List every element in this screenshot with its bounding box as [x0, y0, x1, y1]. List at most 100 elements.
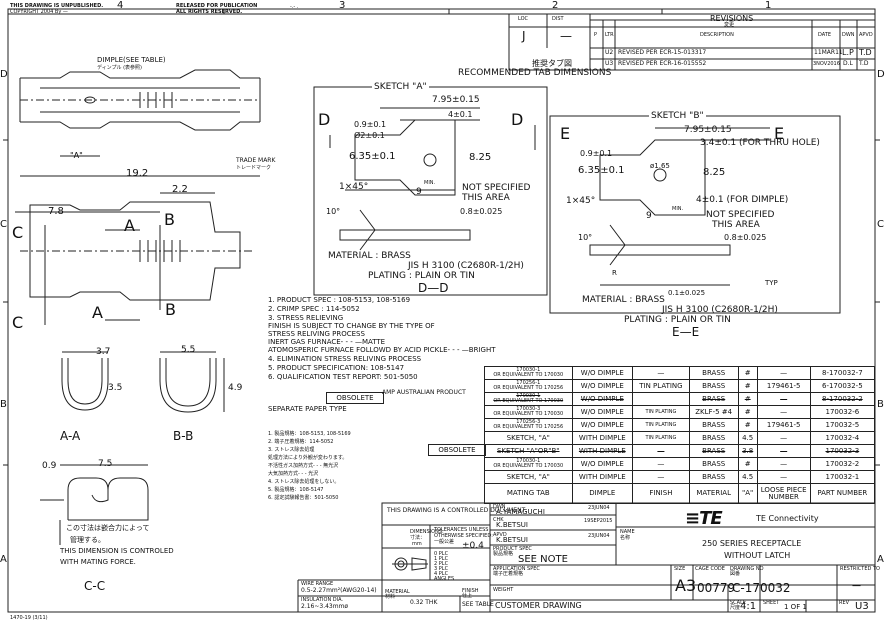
header-dimple: DIMPLE: [571, 483, 634, 504]
insulation-label: INSULATION DIA.: [301, 597, 344, 603]
border-letter-a-left: A: [0, 554, 7, 565]
scale-value: 4:1: [740, 601, 757, 612]
table-row: SKETCH, "A" WITH DIMPLE — BRASS 4.5 — 17…: [484, 470, 876, 484]
row-4-part: 170032-6: [809, 405, 876, 419]
cage-label: CAGE CODE: [695, 566, 725, 572]
cc-width: 7.5: [98, 459, 113, 469]
size-value: A3: [675, 576, 697, 595]
row-5-a: #: [737, 418, 758, 432]
row-1-loose: —: [756, 366, 811, 380]
row-2-tab-equiv: OR EQUIVALENT TO 170256: [493, 385, 564, 391]
row-4-tab-equiv: OR EQUIVALENT TO 170030: [493, 411, 564, 417]
finish-jp: 仕上: [462, 593, 473, 599]
sketch-a-dim-0: 7.95±0.15: [432, 95, 480, 105]
rev-row-1-dwn: L.P: [842, 48, 854, 57]
sketch-b-plating: PLATING : PLAIN OR TIN: [624, 315, 731, 325]
note-line-2: 2. CRIMP SPEC : 114-5052: [268, 305, 360, 313]
aa-width: 3.7: [96, 347, 111, 357]
dist-label: DIST: [552, 16, 564, 22]
row-7-finish: —: [632, 444, 690, 458]
dimensions-label: DIMENSIONS:: [410, 529, 444, 535]
sketch-b-dim-14: R: [612, 269, 617, 277]
border-letter-b-left: B: [0, 399, 7, 410]
sketch-a-dim-2: 0.9±0.1: [354, 120, 387, 129]
border-number-4: 4: [117, 0, 124, 11]
rev-row-2-apvd: T.D: [859, 60, 869, 67]
row-4-loose: —: [756, 405, 811, 419]
section-a-bottom: A: [92, 303, 103, 322]
section-b-top: B: [164, 210, 175, 229]
header-finish: FINISH: [632, 483, 690, 504]
note-line-8: 4. ELIMINATION STRESS RELIVING PROCESS: [268, 355, 422, 363]
drawing-number: C-170032: [732, 581, 791, 595]
row-8-loose: —: [756, 457, 811, 471]
restricted-value: —: [852, 581, 861, 591]
rev-row-2-ltr: U3: [605, 60, 614, 67]
released-label: RELEASED FOR PUBLICATION: [176, 3, 258, 9]
row-6-part: 170032-4: [809, 431, 876, 445]
revisions-title: REVISIONS: [710, 14, 754, 23]
row-9-tab: SKETCH, "A": [484, 470, 573, 484]
customer-drawing-label: CUSTOMER DRAWING: [495, 601, 582, 610]
row-4-finish: TIN PLATING: [632, 405, 690, 419]
note-jp-1: 1. 製品規格：108-5153, 108-5169: [268, 431, 351, 437]
rev-header-apvd: APVD: [859, 32, 873, 38]
note-line-7: ATOMOSPERIC FURNACE FOLLOWD BY ACID PICK…: [268, 346, 496, 354]
product-spec-jp: 製品規格: [493, 551, 514, 557]
row-8-dimple: W/O DIMPLE: [571, 457, 634, 471]
rev-header-desc: DESCRIPTION: [700, 32, 734, 38]
sketch-b-dim-3: ø1.65: [650, 162, 670, 170]
bb-label: B-B: [173, 429, 194, 443]
border-letter-d-left: D: [0, 69, 8, 80]
sketch-b-dim-8: 9: [646, 211, 652, 221]
sketch-a-section-d-left: D: [318, 110, 331, 129]
header-loose-piece: LOOSE PIECE NUMBER: [756, 483, 811, 504]
header-mating-tab: MATING TAB: [484, 483, 573, 504]
section-c-bottom: C: [12, 313, 24, 332]
dim-7-8: 7.8: [48, 206, 64, 217]
a-dimension-label: "A": [70, 151, 83, 160]
note-line-4: FINISH IS SUBJECT TO CHANGE BY THE TYPE …: [268, 322, 435, 330]
row-1-a: #: [737, 366, 758, 380]
cc-note-2: WITH MATING FORCE.: [60, 558, 136, 566]
row-6-a: 4.5: [737, 431, 758, 445]
dimensions-jp: 寸法：: [410, 535, 426, 541]
chk-label: CHK: [493, 517, 504, 523]
sketch-a-dim-9: NOT SPECIFIED: [462, 183, 531, 193]
header-material: MATERIAL: [688, 483, 739, 504]
row-8-tab: 170030-1: [516, 458, 541, 464]
row-7-part: 170032-3: [809, 444, 876, 458]
row-2-a: #: [737, 379, 758, 393]
row-7-loose: —: [756, 444, 811, 458]
dwn-label: DWN: [493, 504, 506, 510]
appd-label: APVD: [493, 532, 507, 538]
note-jp-7: 4. ストレス除去処理をしない。: [268, 479, 340, 485]
part-name-1: 250 SERIES RECEPTACLE: [702, 539, 802, 548]
section-b-bottom: B: [165, 300, 176, 319]
note-jp-6: 大気加熱方式- - - 光沢: [268, 471, 319, 477]
row-2-material: BRASS: [688, 379, 739, 393]
parts-table: 170030-1 OR EQUIVALENT TO 170030 W/O DIMP…: [484, 366, 876, 504]
bb-width: 5.5: [181, 345, 196, 355]
row-2-part: 6-170032-5: [809, 379, 876, 393]
note-jp-2: 2. 端子圧着規格：114-5052: [268, 439, 334, 445]
row-8-material: BRASS: [688, 457, 739, 471]
plc-0: 0 PLC: [434, 551, 449, 557]
dwn-date: 23JUN04: [588, 505, 610, 511]
restricted-label: RESTRICTED TO: [840, 566, 880, 572]
row-3-tab-equiv: OR EQUIVALENT TO 170030: [493, 398, 564, 404]
dimple-label: DIMPLE(SEE TABLE): [97, 56, 166, 64]
row-6-material: BRASS: [688, 431, 739, 445]
aa-height: 3.5: [108, 383, 123, 393]
sketch-b-dim-9: MIN.: [672, 206, 684, 212]
row-3-part: 8-170032-2: [809, 392, 876, 406]
dimensions-unit: mm: [412, 541, 422, 547]
copyright-label: COPYRIGHT 2004 By —: [10, 9, 68, 15]
row-8-part: 170032-2: [809, 457, 876, 471]
row-9-a: 4.5: [737, 470, 758, 484]
row-2-finish: TIN PLATING: [632, 379, 690, 393]
note-line-6: INERT GAS FURNACE- - - —MATTE: [268, 338, 386, 346]
sheet-value: 1 OF 1: [784, 603, 807, 611]
sketch-a-dim-8: 9: [416, 187, 422, 197]
